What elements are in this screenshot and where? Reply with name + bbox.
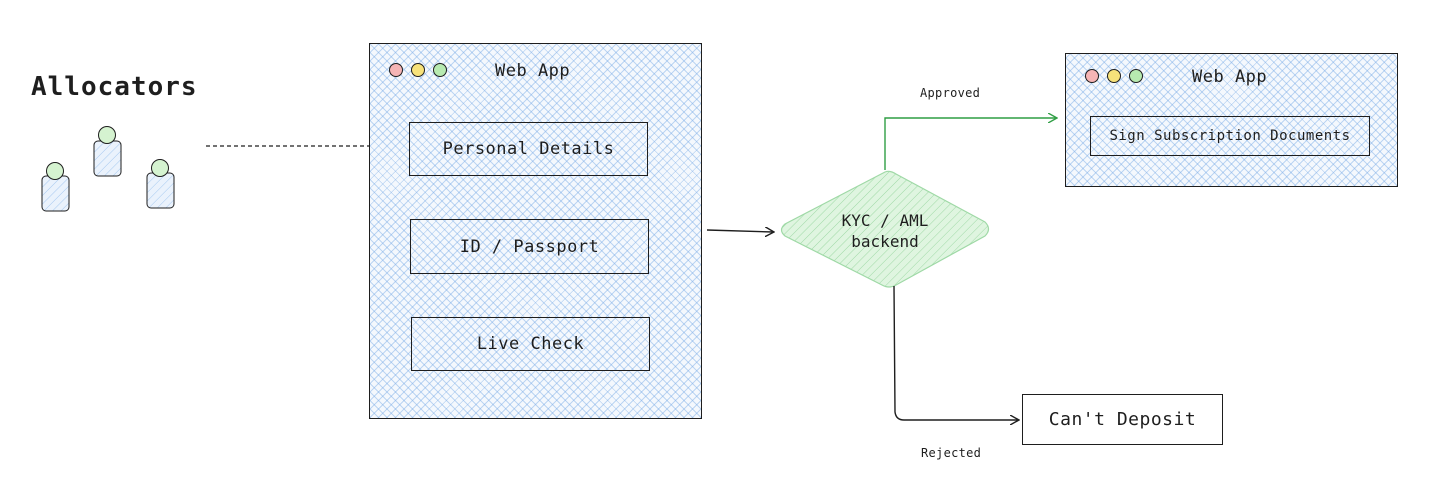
to-decision-arrow — [706, 230, 773, 232]
step-personal-details: Personal Details — [409, 122, 648, 176]
decision-label: KYC / AML backend — [800, 210, 970, 252]
web-app-title: Web App — [495, 61, 571, 81]
decision-diamond — [780, 170, 990, 288]
decision-label-line1: KYC / AML — [841, 211, 929, 230]
window-maximize-dot — [433, 63, 447, 77]
rejected-arrow — [893, 285, 1018, 420]
window-close-dot — [389, 63, 403, 77]
approved-arrow — [884, 118, 1056, 170]
person-icon-3 — [146, 159, 175, 209]
person-icon-1 — [41, 162, 70, 212]
step-live-check: Live Check — [411, 317, 650, 371]
window-minimize-dot — [411, 63, 425, 77]
web-app-title: Web App — [1192, 67, 1268, 87]
window-minimize-dot — [1107, 69, 1121, 83]
approved-label: Approved — [920, 86, 981, 100]
rejected-label: Rejected — [921, 446, 982, 460]
sign-subscription-documents: Sign Subscription Documents — [1090, 116, 1370, 156]
step-id-passport: ID / Passport — [410, 219, 649, 274]
allocators-label: Allocators — [31, 72, 198, 102]
cant-deposit-box: Can't Deposit — [1022, 394, 1223, 445]
window-close-dot — [1085, 69, 1099, 83]
person-icon-2 — [93, 126, 122, 177]
window-maximize-dot — [1129, 69, 1143, 83]
decision-label-line2: backend — [851, 232, 919, 251]
